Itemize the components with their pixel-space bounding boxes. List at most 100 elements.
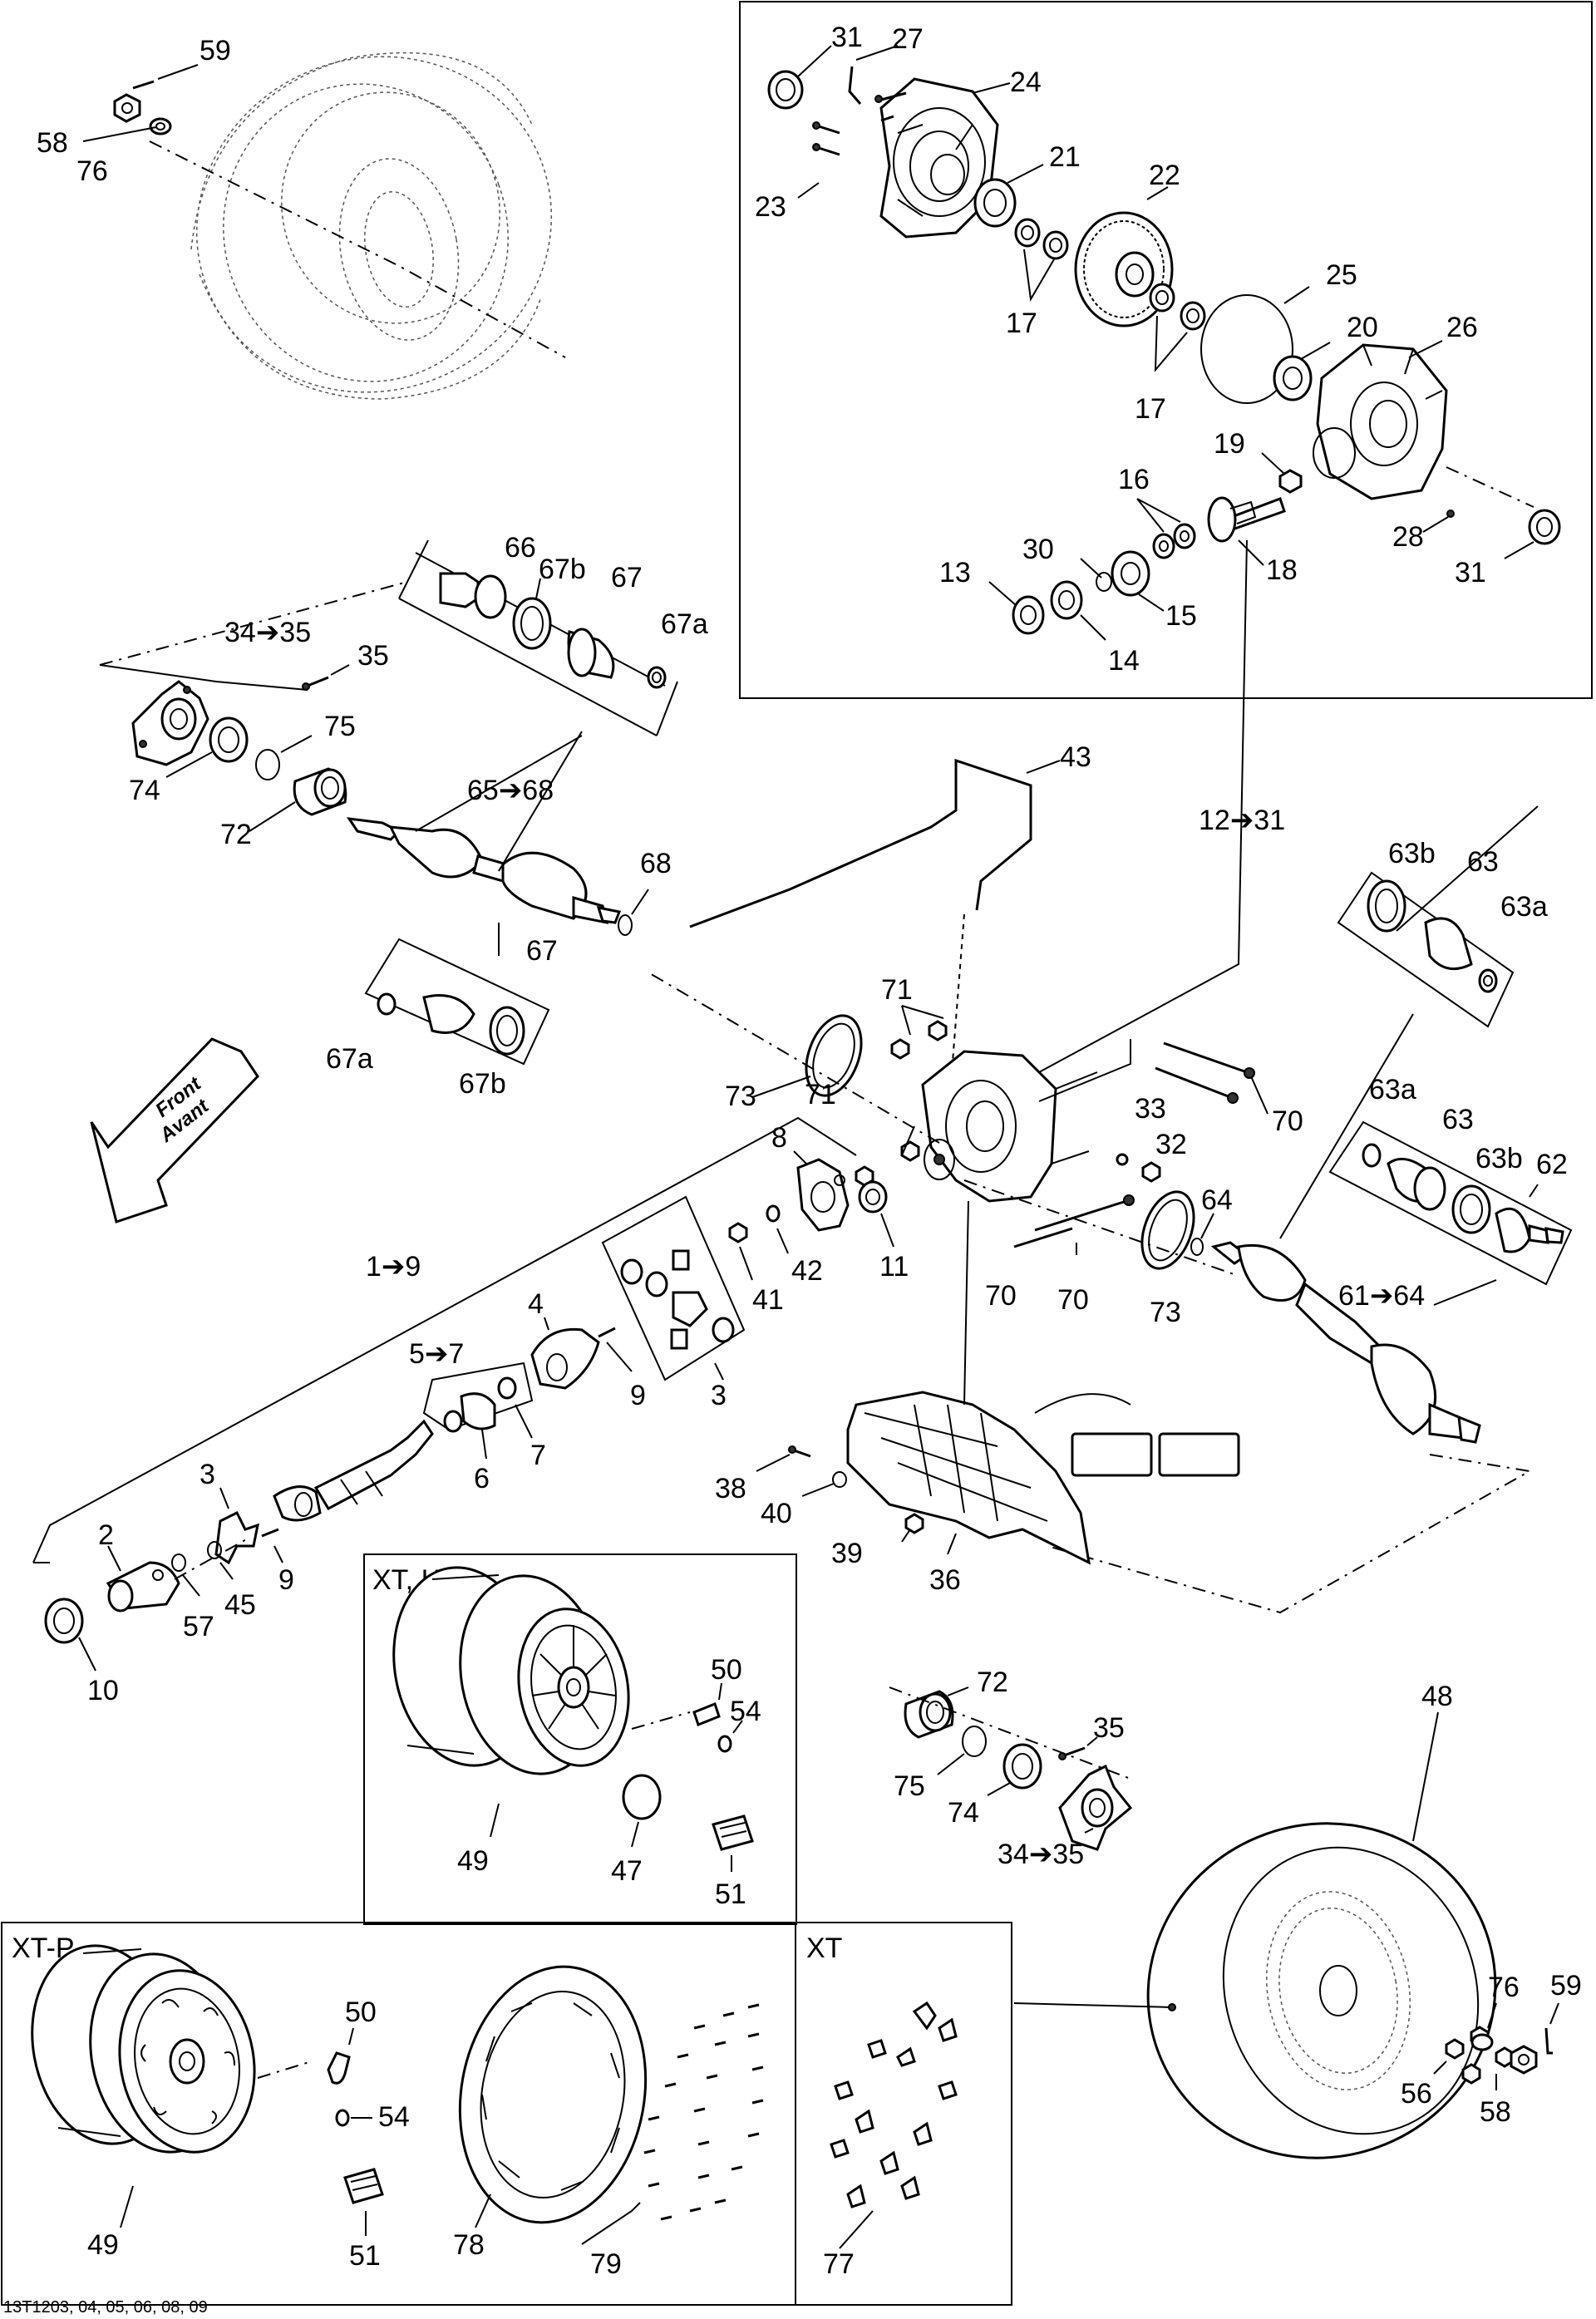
valve-cap-54-xt-ltd [717,1735,732,1753]
label-51-xt-ltd: 51 [715,1878,746,1910]
decals [1034,1393,1240,1477]
label-71-upper: 71 [881,974,913,1006]
cotter-pin-59-bottom [1544,2027,1553,2055]
label-41: 41 [752,1284,784,1316]
bearing-20 [1273,355,1313,401]
label-63b-upper: 63b [1388,838,1436,869]
label-63-upper: 63 [1467,846,1499,878]
label-71-lower: 71 [805,1079,836,1110]
seal-74-top [209,716,249,763]
label-18: 18 [1266,554,1298,586]
plug-19 [1278,469,1303,494]
label-34-35-top: 34➔35 [224,617,311,648]
label-13: 13 [939,557,971,588]
label-28: 28 [1392,521,1424,553]
label-67-lower: 67 [526,935,558,967]
circlip-64 [1190,1238,1204,1256]
label-25: 25 [1326,259,1357,291]
label-31-top: 31 [831,22,863,53]
retaining-ring-75-bottom [962,1726,987,1757]
label-8: 8 [771,1122,787,1154]
label-43: 43 [1060,741,1091,773]
label-14: 14 [1108,645,1140,677]
label-59-bottom: 59 [1550,1970,1582,2001]
label-49-xt-p: 49 [87,2229,119,2261]
center-cap-47 [622,1774,662,1820]
rear-differential-assembly [921,1050,1098,1203]
label-73-lower: 73 [1150,1297,1181,1328]
label-63-lower: 63 [1442,1104,1474,1135]
wheel-rim-49-xt-p [31,1944,256,2154]
label-70-lower-left: 70 [985,1280,1017,1312]
instruction-label-51-xt-ltd [712,1814,754,1851]
label-30: 30 [1022,534,1054,565]
grease-fitting-9-b [261,1528,279,1538]
yoke-8 [796,1158,850,1232]
label-3-upper: 3 [711,1380,727,1411]
washer-40 [832,1471,847,1488]
cv-boot-kit-67-lower [364,938,550,1066]
label-7: 7 [530,1440,546,1471]
yoke-2 [106,1561,180,1612]
label-4: 4 [528,1288,544,1320]
breather-tube-27 [848,66,862,105]
label-50-xt-p: 50 [345,1997,377,2028]
nut-39 [904,1513,924,1534]
label-57: 57 [183,1611,214,1642]
label-34-35-bottom: 34➔35 [998,1839,1084,1870]
label-17-left: 17 [1006,308,1037,339]
diagram-footer-code: 13T1203, 04, 05, 06, 08, 09 [3,2298,208,2317]
hub-34-top [131,680,209,766]
lug-nut-58-top [113,93,141,123]
bolt-38 [788,1445,811,1458]
label-62: 62 [1536,1149,1568,1180]
label-68: 68 [640,848,672,879]
long-bolts-70 [1013,1041,1255,1248]
beadlock-ring-78 [458,1965,648,2224]
differential-cover-24 [879,77,999,239]
label-5-7: 5➔7 [409,1338,464,1370]
label-9-lower: 9 [278,1564,294,1596]
label-10: 10 [87,1675,119,1706]
spring-45 [207,1541,222,1559]
label-32: 32 [1155,1129,1187,1160]
label-72-top: 72 [220,819,252,850]
spacer-14 [1050,580,1083,620]
wheel-stud-35-top [302,676,329,691]
label-35-top: 35 [357,640,389,672]
propeller-shaft [273,1419,434,1522]
rear-tire-top-left [190,52,553,400]
label-74-top: 74 [129,775,160,806]
label-64: 64 [1201,1184,1233,1216]
seal-74-bottom [1002,1743,1042,1790]
o-ring-25 [1200,294,1293,404]
retaining-ring-75-top [255,749,280,780]
label-21: 21 [1049,141,1081,173]
label-33: 33 [1135,1093,1166,1125]
washer-57 [171,1553,186,1572]
label-24: 24 [1010,66,1042,98]
label-36: 36 [929,1564,961,1596]
label-74-bottom: 74 [948,1797,979,1829]
label-63a-upper: 63a [1500,891,1548,923]
seal-28 [1446,510,1455,518]
bushing-11 [858,1180,888,1214]
washer-76-top [149,117,172,135]
label-75-top: 75 [324,711,356,742]
label-67-upper: 67 [611,562,643,593]
drive-shaft-61 [1210,1241,1481,1444]
label-48: 48 [1421,1681,1453,1712]
pinion-shaft-18 [1207,496,1286,543]
ring-gear-22 [1074,211,1174,327]
label-63b-lower: 63b [1475,1143,1523,1174]
oil-seal-13 [1012,595,1045,635]
label-3-lower: 3 [200,1459,215,1490]
label-70-upper: 70 [1272,1105,1303,1137]
xt-box-frame [795,1922,1012,2306]
label-70-lower-right: 70 [1057,1284,1089,1316]
label-73-upper: 73 [725,1081,756,1112]
label-22: 22 [1149,160,1180,191]
nuts-71 [855,1020,948,1187]
label-40: 40 [761,1498,792,1529]
label-23: 23 [755,191,786,223]
